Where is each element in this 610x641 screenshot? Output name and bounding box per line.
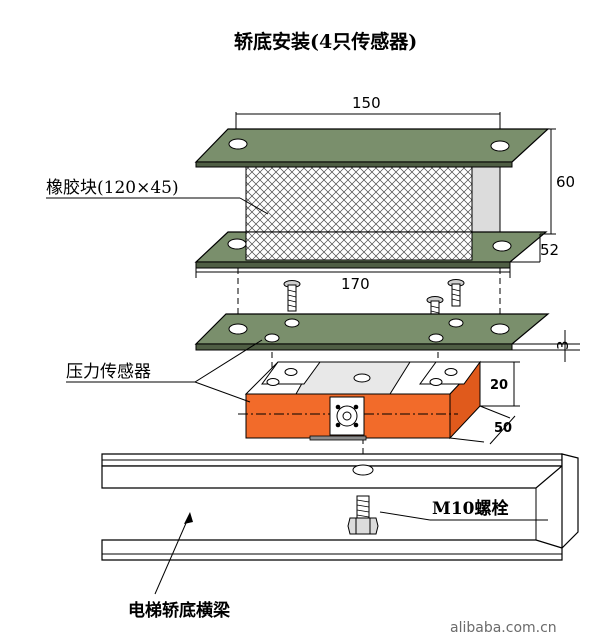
dim-170-label: 170 (341, 275, 370, 293)
pressure-sensor-label: 压力传感器 (66, 362, 151, 382)
bottom-plate-hole-right (492, 240, 512, 252)
rubber-block-label: 橡胶块(120×45) (46, 178, 179, 198)
bottom-plate-hole-left (227, 238, 247, 250)
watermark: alibaba.com.cn (450, 620, 557, 636)
pressure-sensor: 20 50 (238, 360, 520, 445)
bolt-label: M10螺栓 (432, 498, 508, 519)
beam-label: 电梯轿底横梁 (128, 600, 231, 621)
top-plate-hole-right (490, 140, 510, 152)
sensor-mounting-plate: 3 (194, 313, 580, 362)
dimension-plate-width: 52 (510, 234, 559, 263)
dim-3-label: 3 (554, 340, 572, 350)
top-plate-hole-left (228, 138, 248, 150)
m10-bolt (347, 495, 379, 535)
dim-60-label: 60 (556, 173, 575, 191)
dim-52-label: 52 (540, 241, 559, 259)
dimension-bottom-width: 170 (195, 268, 511, 293)
screw-right (447, 279, 465, 307)
diagram-title: 轿底安装(4只传感器) (234, 30, 417, 53)
dimension-top-width: 150 (235, 94, 501, 130)
dim-150-label: 150 (352, 94, 381, 112)
rubber-mount-assembly: 150 60 52 (46, 94, 575, 293)
beam-bolt-hole (352, 464, 374, 476)
dim-20-label: 20 (490, 378, 508, 393)
screw-left (283, 280, 301, 312)
car-floor-beam (101, 453, 579, 561)
dimension-height: 60 (540, 128, 575, 235)
dim-50-label: 50 (494, 421, 512, 436)
